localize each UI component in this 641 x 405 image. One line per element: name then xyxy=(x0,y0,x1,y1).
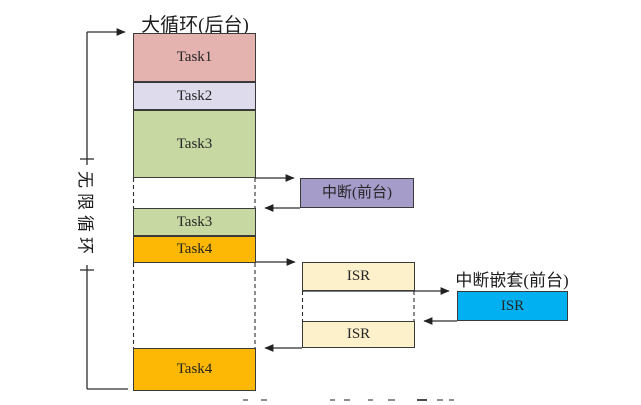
caption-fragment xyxy=(243,399,248,401)
caption-fragment xyxy=(417,399,427,401)
interrupt-box: 中断(前台) xyxy=(300,178,414,208)
task1-box: Task1 xyxy=(133,33,256,82)
caption-fragment xyxy=(368,399,373,401)
caption-fragment xyxy=(437,399,443,401)
caption-fragment xyxy=(449,399,454,401)
nested-isr-box: ISR xyxy=(457,291,568,321)
caption-fragment xyxy=(344,399,350,401)
task3-box-first: Task3 xyxy=(133,110,256,178)
task2-box: Task2 xyxy=(133,82,256,110)
isr-box-first: ISR xyxy=(302,262,415,291)
caption-fragment xyxy=(330,399,335,401)
background-loop-title: 大循环(后台) xyxy=(141,15,249,36)
task3-box-second: Task3 xyxy=(133,208,256,236)
caption-fragment xyxy=(261,399,267,401)
caption-fragment xyxy=(388,399,395,401)
infinite-loop-label: 无限循环 xyxy=(73,165,101,265)
nested-interrupt-title: 中断嵌套(前台) xyxy=(455,271,569,290)
task4-box-second: Task4 xyxy=(133,348,256,391)
clipped-caption-fragments xyxy=(0,399,641,403)
isr-box-second: ISR xyxy=(302,321,415,348)
task4-box-first: Task4 xyxy=(133,236,256,263)
